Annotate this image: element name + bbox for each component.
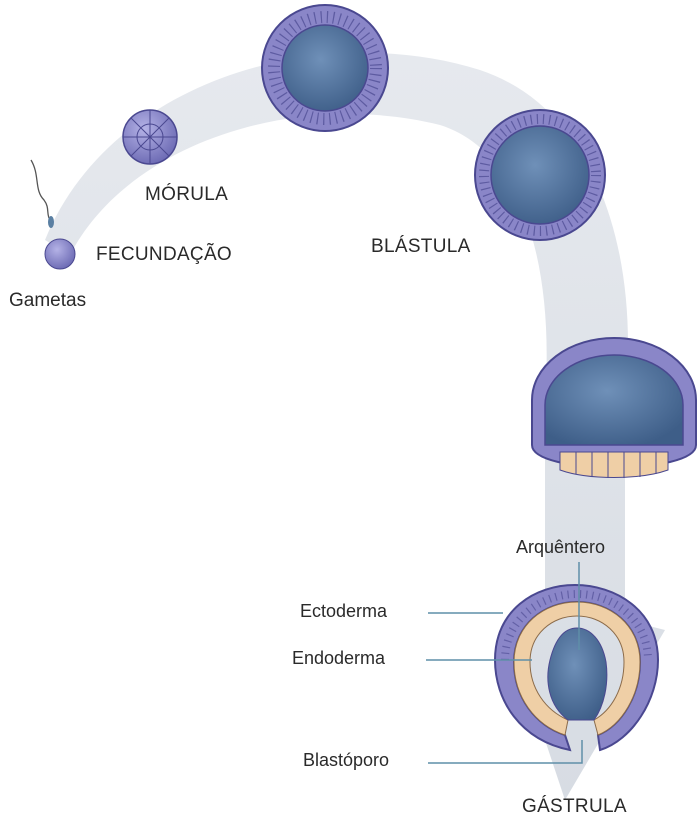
sperm-tail bbox=[31, 160, 50, 220]
morula bbox=[123, 110, 177, 164]
fecundacao-label: FECUNDAÇÃO bbox=[96, 244, 232, 266]
egg-cell bbox=[45, 239, 75, 269]
endoderma-label: Endoderma bbox=[292, 648, 385, 669]
arquentero-label: Arquêntero bbox=[516, 537, 605, 558]
blastula-label: BLÁSTULA bbox=[371, 236, 471, 258]
ectoderma-label: Ectoderma bbox=[300, 601, 387, 622]
blastoporo-label: Blastóporo bbox=[303, 750, 389, 771]
morula-label: MÓRULA bbox=[145, 184, 228, 206]
blastula-early bbox=[262, 5, 388, 131]
archenteron-cavity bbox=[548, 628, 607, 720]
gastrula-label: GÁSTRULA bbox=[522, 796, 627, 818]
early-gastrula bbox=[532, 338, 696, 478]
gametas-label: Gametas bbox=[9, 290, 86, 312]
sperm-head bbox=[48, 216, 54, 228]
blastula bbox=[475, 110, 605, 240]
